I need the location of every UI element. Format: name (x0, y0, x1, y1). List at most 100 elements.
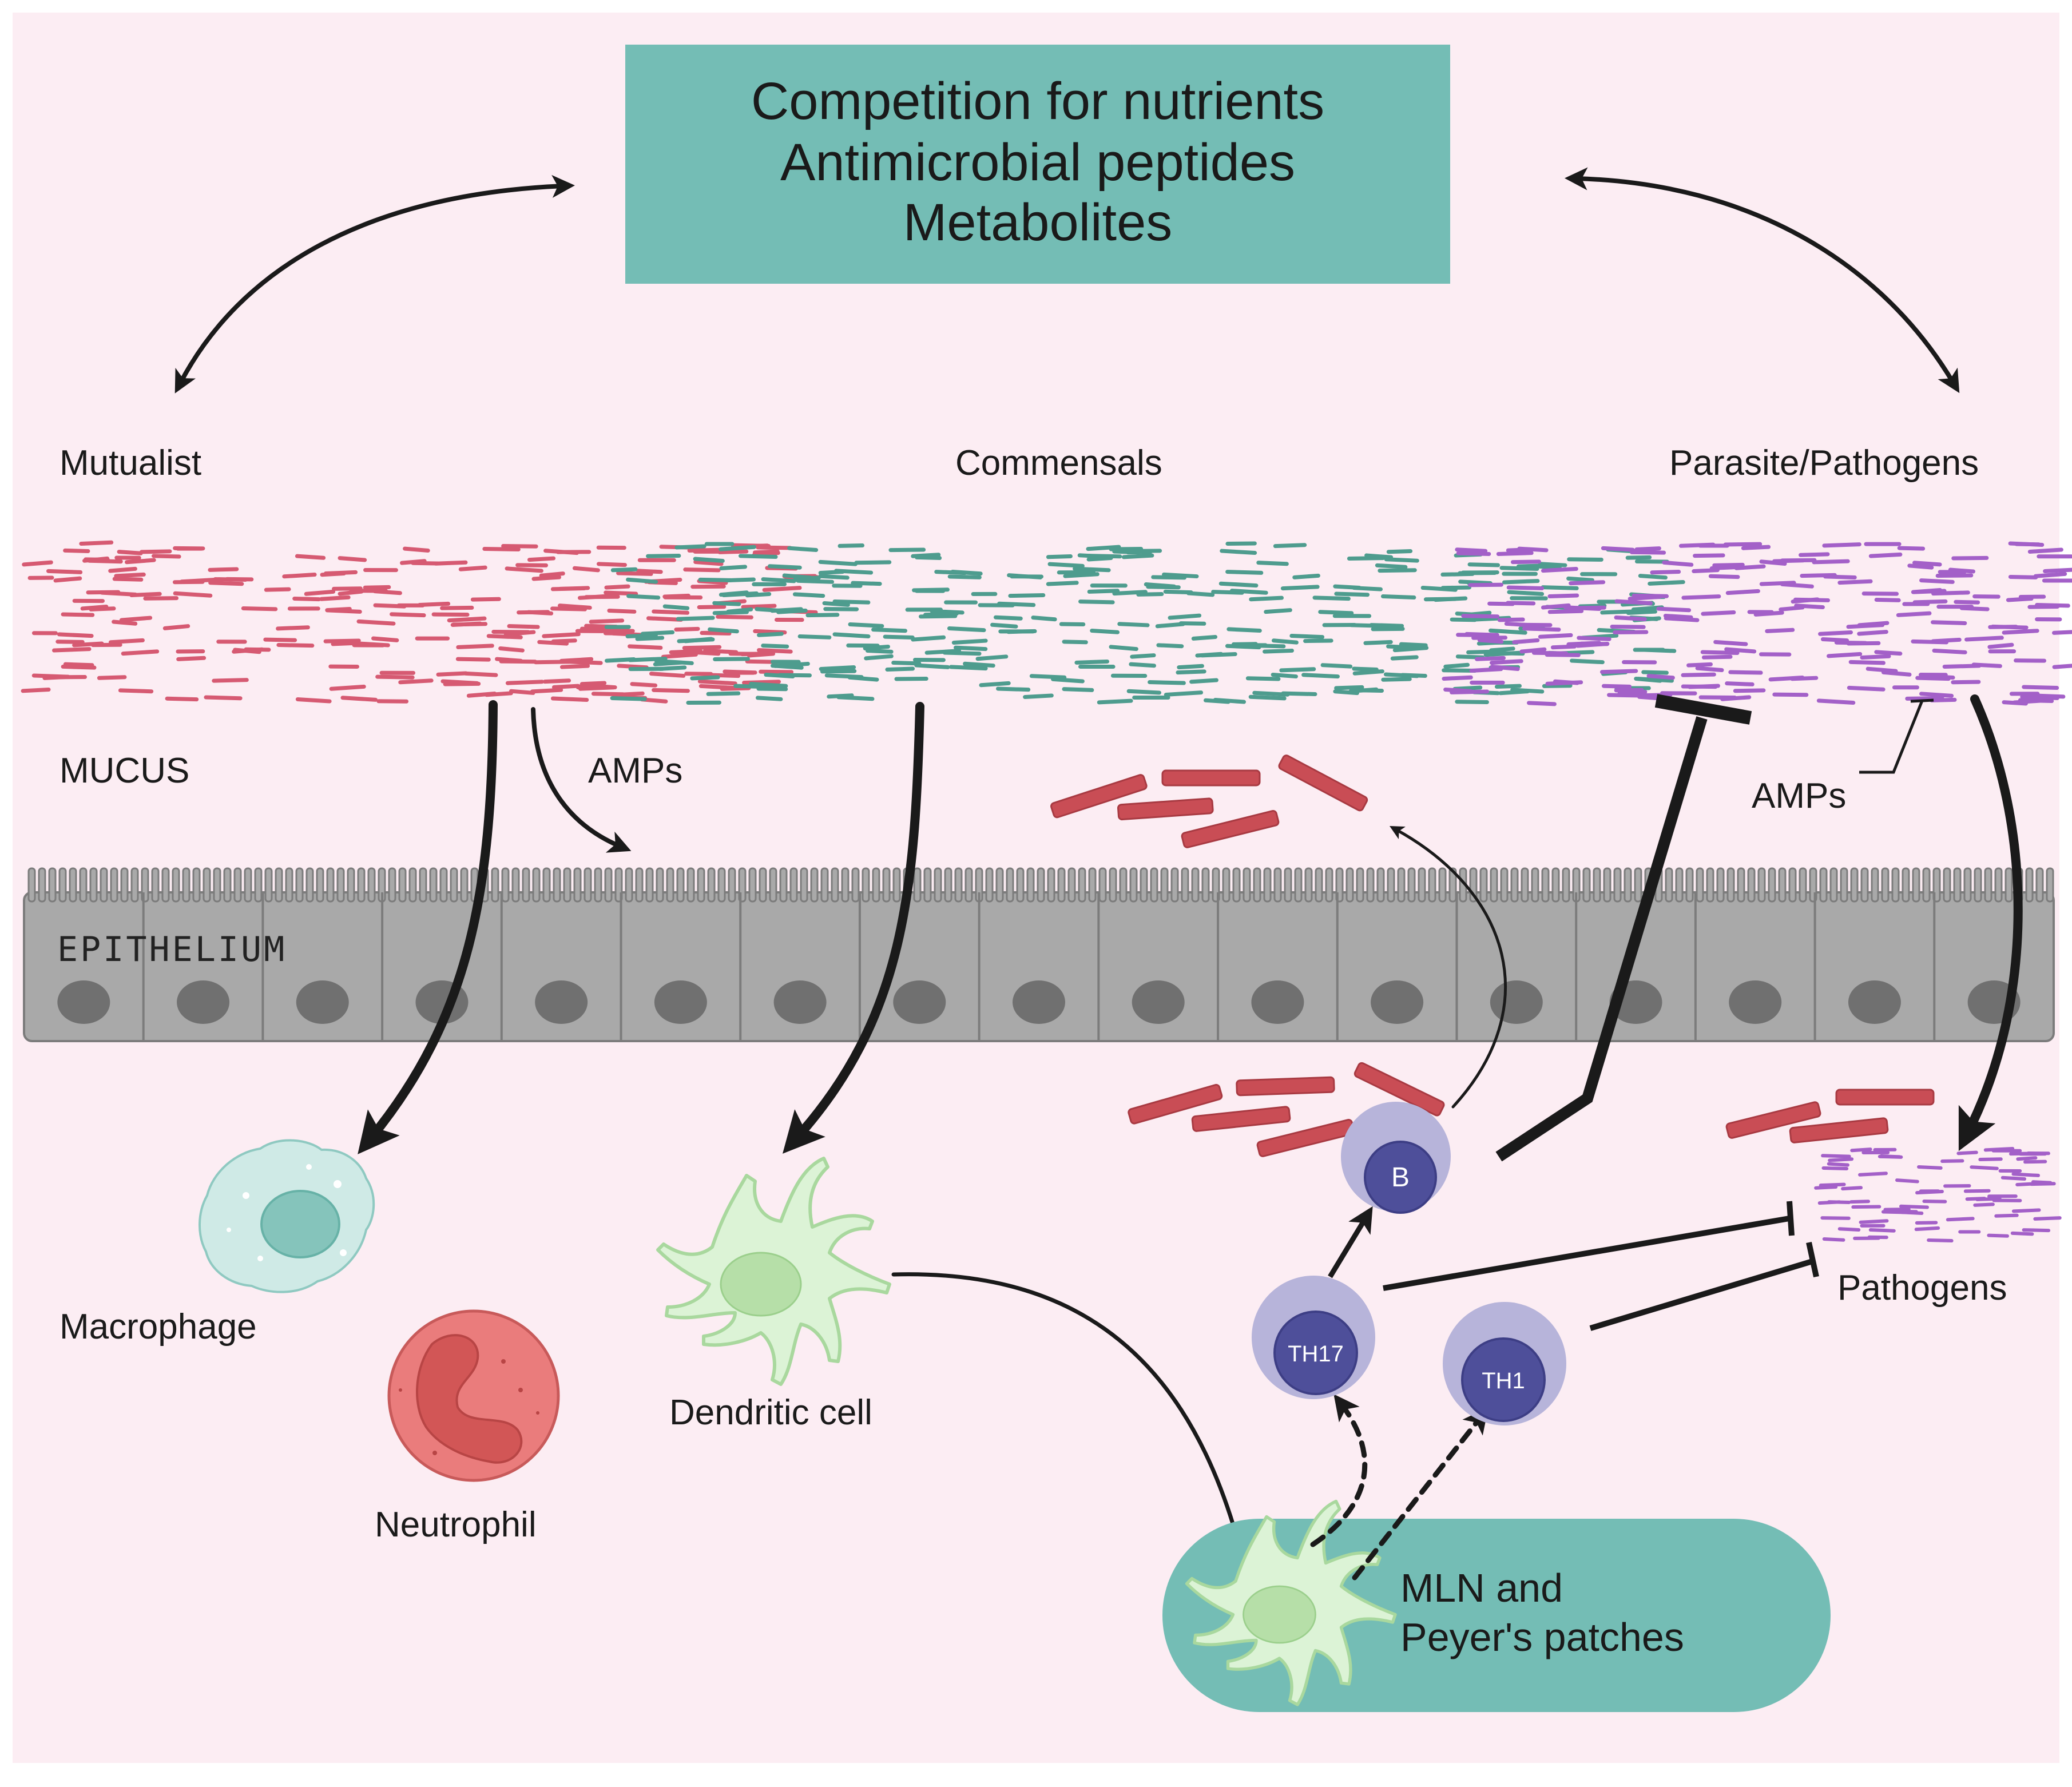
microvillus (296, 868, 303, 902)
microbe (1099, 701, 1131, 702)
pathogen-microbe (1917, 1222, 1936, 1223)
microbe (2030, 550, 2061, 551)
microbe (1401, 644, 1426, 645)
microbe (560, 606, 590, 608)
microbe (110, 640, 142, 642)
microbe (866, 656, 892, 658)
epithelial-nucleus (893, 980, 946, 1024)
microbe (1555, 681, 1577, 683)
microbe (560, 588, 588, 589)
microbe (1248, 678, 1279, 679)
microvillus (1522, 868, 1528, 902)
microvillus (358, 868, 364, 902)
microbe (651, 674, 683, 676)
microvillus (1511, 868, 1518, 902)
microbe (1477, 658, 1504, 659)
microbe (921, 616, 955, 617)
epithelial-nucleus (1490, 980, 1543, 1024)
microbe (501, 649, 523, 651)
b-cell-label: B (1391, 1162, 1410, 1193)
microvillus (1079, 868, 1085, 902)
microbe (126, 560, 154, 562)
microbe (1571, 582, 1603, 583)
microbe (1304, 675, 1338, 677)
microbe (214, 680, 247, 681)
microbe (574, 568, 598, 570)
microbe (856, 562, 890, 563)
microbe (913, 637, 944, 640)
microbe (1602, 671, 1636, 672)
microbe (392, 614, 424, 615)
microbe (1120, 624, 1148, 625)
microbe (1075, 569, 1109, 570)
microvillus (39, 868, 45, 902)
microbe (278, 628, 308, 629)
microvillus (1172, 868, 1178, 902)
label-neutrophil: Neutrophil (375, 1505, 537, 1544)
microbe (1053, 679, 1083, 681)
microvillus (1069, 868, 1075, 902)
microbe (708, 693, 739, 694)
pathogen-microbe (1829, 1159, 1852, 1160)
epithelial-nucleus (57, 980, 110, 1024)
microvillus (1563, 868, 1569, 902)
microbe (1458, 635, 1486, 636)
microvillus (440, 868, 447, 902)
microbe (116, 574, 144, 575)
microbe (720, 551, 747, 552)
microbe (1840, 581, 1871, 582)
microbe (1736, 566, 1764, 568)
microvillus (1583, 868, 1590, 902)
microvillus (121, 868, 128, 902)
microvillus (1120, 868, 1126, 902)
microbe (1644, 672, 1667, 673)
microbe (724, 593, 757, 595)
microbe (1395, 648, 1426, 650)
microbe (1914, 591, 1944, 592)
microbe (507, 569, 541, 571)
pathogen-microbe (2035, 1218, 2059, 1219)
pathogen-microbe (2003, 1178, 2025, 1179)
microvillus (152, 868, 158, 902)
microbe (1801, 554, 1828, 555)
microbe (374, 638, 397, 640)
microbe (763, 646, 787, 647)
microbe (1025, 696, 1052, 697)
microvillus (1903, 868, 1909, 902)
microbe (1222, 551, 1255, 553)
microbe (949, 629, 984, 630)
microbe (1213, 592, 1243, 593)
microvillus (1748, 868, 1755, 902)
microbe (1315, 598, 1348, 599)
microbe (469, 694, 494, 696)
microbe (466, 673, 496, 675)
microbe (1050, 564, 1082, 566)
microvillus (1141, 868, 1147, 902)
microbe (211, 583, 242, 584)
microbe (1695, 555, 1724, 556)
microbe (1910, 566, 1932, 567)
epithelial-nucleus (296, 980, 349, 1024)
pathogen-microbe (1829, 1164, 1848, 1165)
microbe (1796, 606, 1823, 607)
label-dendritic-cell: Dendritic cell (669, 1393, 872, 1432)
microvillus (492, 868, 498, 902)
microvillus (986, 868, 993, 902)
microvillus (451, 868, 457, 902)
microbe (602, 630, 633, 631)
microbe (1652, 572, 1679, 573)
microvillus (1882, 868, 1888, 902)
microvillus (1964, 868, 1971, 902)
microbe (820, 571, 843, 573)
microbe (1383, 597, 1414, 598)
microvillus (1614, 868, 1621, 902)
microvillus (1944, 868, 1950, 902)
microbe (692, 677, 718, 678)
microbe (1423, 588, 1455, 590)
microvillus (1913, 868, 1919, 902)
microbe (1683, 674, 1714, 675)
th17-cell-label: TH17 (1288, 1341, 1344, 1367)
microbe (119, 552, 141, 554)
